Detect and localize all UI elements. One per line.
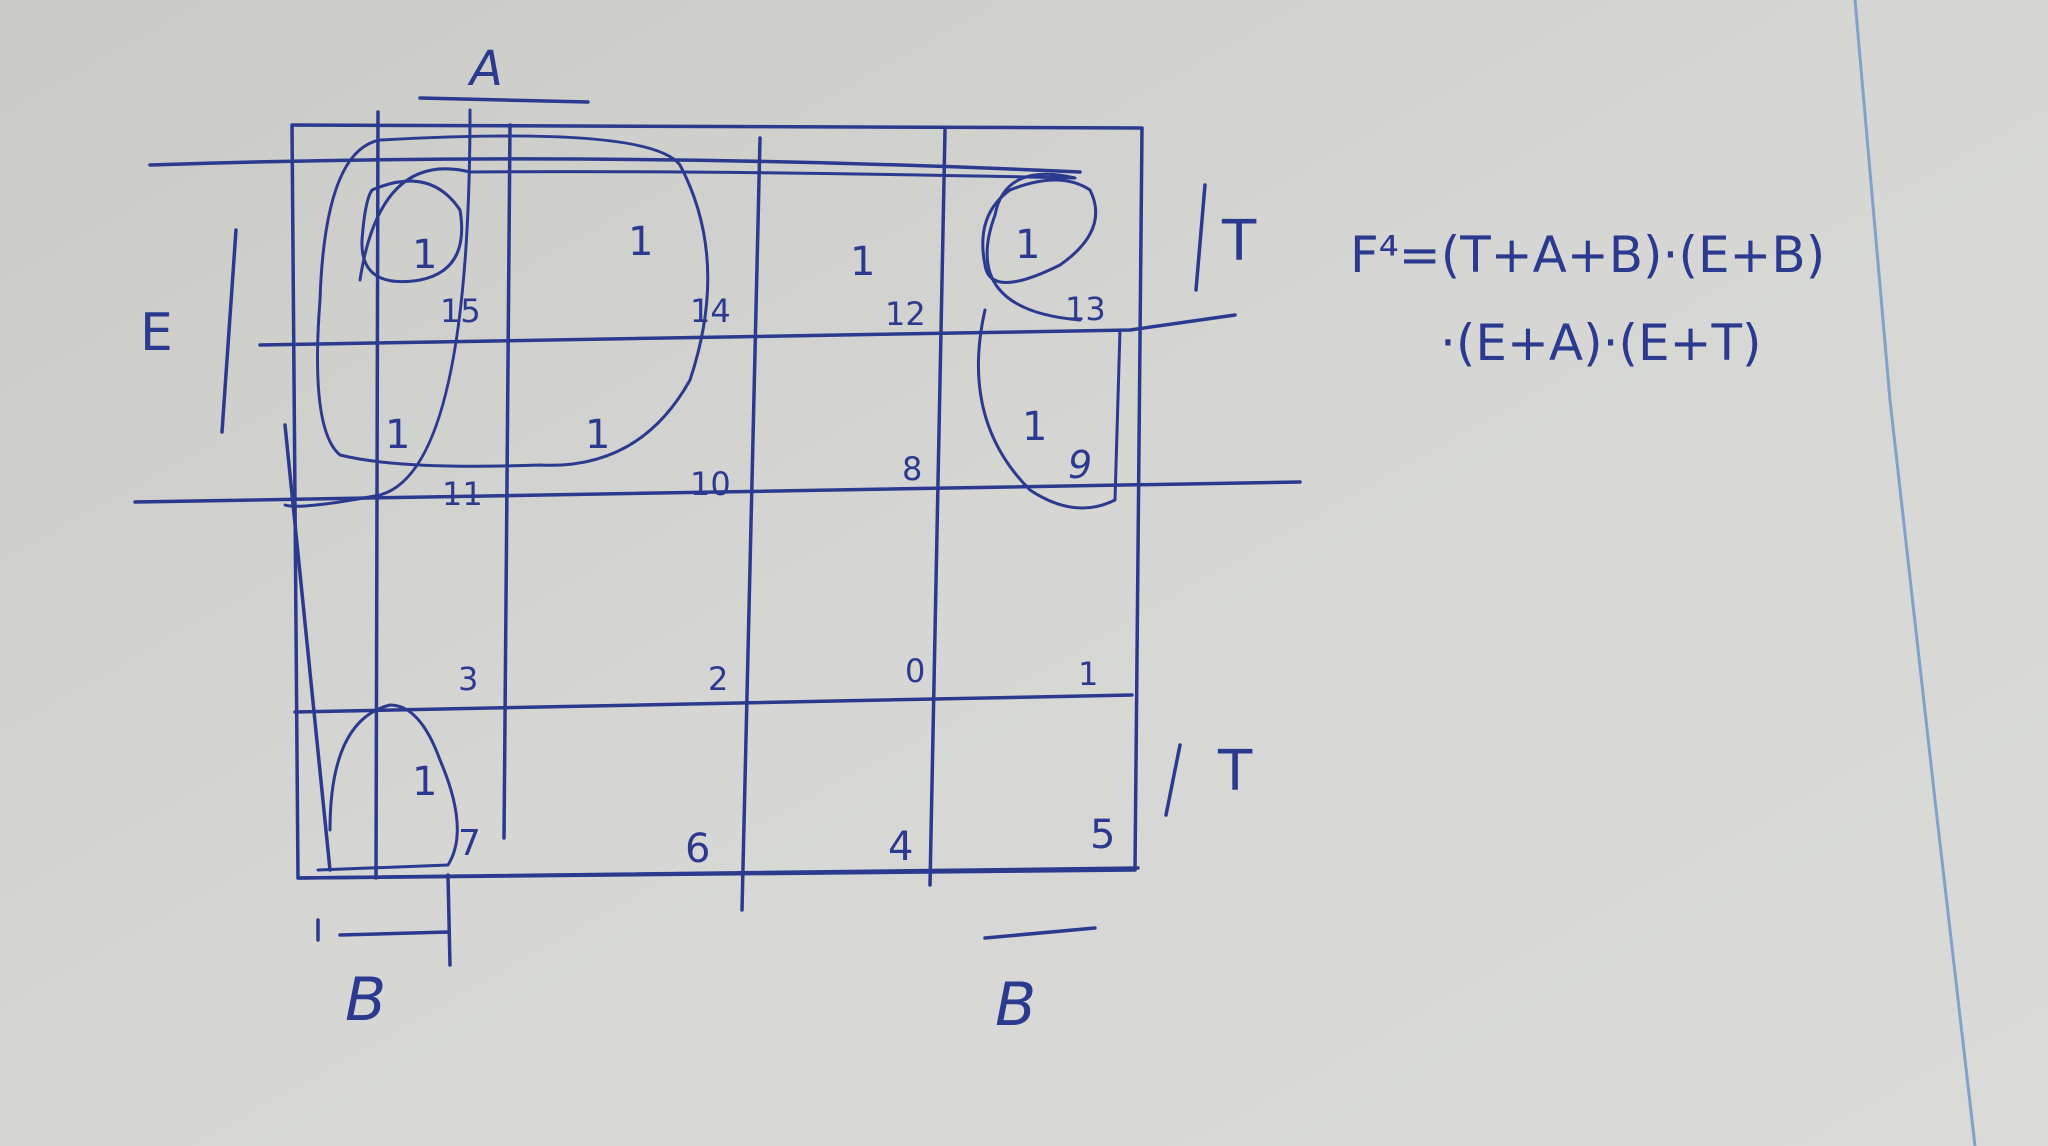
cell-value: 1 bbox=[412, 759, 437, 805]
var-label-b-left: B bbox=[345, 965, 386, 1035]
cell-index: 1 bbox=[1078, 655, 1098, 693]
cell-index: 15 bbox=[440, 292, 481, 330]
group-loop-7 bbox=[316, 703, 459, 872]
cell-value: 1 bbox=[1022, 404, 1047, 450]
cell-index: 6 bbox=[685, 826, 710, 872]
paper-margin-line bbox=[1853, 0, 1977, 1146]
cell-index: 4 bbox=[888, 824, 913, 870]
cell-index: 5 bbox=[1090, 812, 1115, 858]
cell-index: 10 bbox=[690, 465, 731, 503]
var-t-bracket-top bbox=[1194, 183, 1207, 292]
group-loop-left-long bbox=[283, 108, 472, 508]
cell-value: 1 bbox=[850, 239, 875, 285]
group-loop-wrap-row bbox=[358, 167, 1082, 322]
cell-index: 3 bbox=[458, 660, 478, 698]
var-t-bracket-bottom bbox=[1164, 743, 1182, 817]
cell-index: 9 bbox=[1068, 443, 1092, 487]
group-loop-right-13 bbox=[981, 178, 1098, 284]
var-label-e: E bbox=[140, 303, 173, 363]
cell-value: 1 bbox=[1015, 222, 1040, 268]
cell-index: 8 bbox=[902, 450, 922, 488]
cell-index: 13 bbox=[1065, 290, 1106, 328]
kmap-groupings bbox=[283, 108, 1122, 872]
var-e-bracket bbox=[220, 228, 238, 434]
kmap-grid bbox=[133, 110, 1302, 912]
group-loop-right-9 bbox=[976, 308, 1122, 510]
group-loop-top-left-large bbox=[316, 134, 710, 468]
cell-value: 1 bbox=[585, 412, 610, 458]
cell-value: 1 bbox=[412, 232, 437, 278]
var-label-b-right: B bbox=[995, 970, 1036, 1040]
var-label-t-top: T bbox=[1221, 209, 1257, 274]
cell-index: 2 bbox=[708, 660, 728, 698]
var-label-t-bottom: T bbox=[1217, 739, 1253, 804]
group-loop-small-15 bbox=[360, 179, 464, 284]
cell-index: 12 bbox=[885, 295, 926, 333]
var-label-a: A bbox=[467, 41, 503, 97]
var-a-bar bbox=[418, 96, 590, 104]
formula-line-1: F⁴=(T+A+B)·(E+B) bbox=[1350, 226, 1825, 284]
cell-value: 1 bbox=[385, 412, 410, 458]
cell-index: 7 bbox=[458, 823, 481, 864]
formula-line-2: ·(E+A)·(E+T) bbox=[1440, 314, 1762, 372]
cell-index: 0 bbox=[905, 652, 925, 690]
cell-index: 11 bbox=[442, 475, 483, 513]
var-b-left-bracket bbox=[316, 873, 452, 967]
cell-value: 1 bbox=[628, 219, 653, 265]
var-b-right-bar bbox=[983, 926, 1097, 940]
cell-index: 14 bbox=[690, 292, 731, 330]
